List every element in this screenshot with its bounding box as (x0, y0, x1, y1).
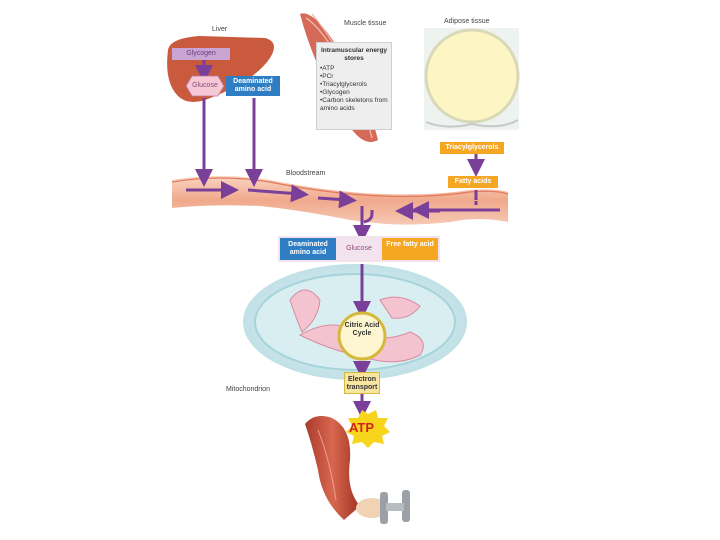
bloodstream-label: Bloodstream (286, 170, 326, 177)
adipose-cell-illustration (424, 28, 520, 130)
stores-list: •ATP •PCr •Triacylglycerols •Glycogen •C… (320, 65, 388, 113)
adipose-tissue-label: Adipose tissue (444, 18, 490, 25)
atp-burst (346, 410, 390, 448)
stores-item: •ATP (320, 65, 335, 72)
intramuscular-stores-box: Intramuscular energy stores •ATP •PCr •T… (316, 42, 392, 130)
atp-label: ATP (349, 420, 375, 435)
stores-item: •PCr (320, 73, 334, 80)
glycogen-label: Glycogen (186, 50, 216, 57)
stores-title: Intramuscular energy stores (320, 47, 388, 62)
arm-dumbbell-illustration (305, 416, 410, 524)
deaminated-amino-acid-liver: Deaminated amino acid (226, 76, 280, 96)
electron-transport-box: Electron transport (344, 372, 380, 394)
glucose-hexagon-liver (185, 75, 225, 97)
mitochondrion-label: Mitochondrion (226, 386, 270, 393)
glycogen-box (172, 48, 230, 60)
stores-item: •Triacylglycerols (320, 81, 367, 88)
fatty-acids-box: Fatty acids (448, 176, 498, 188)
glucose-label-fuels: Glucose (346, 245, 372, 252)
free-fatty-acid-fuel: Free fatty acid (382, 238, 438, 260)
stores-item: •Carbon skeletons from amino acids (320, 97, 388, 112)
citric-acid-cycle-label: Citric Acid Cycle (344, 322, 380, 337)
citric-acid-cycle-ring (337, 311, 387, 361)
triacylglycerols-box: Triacylglycerols (440, 142, 504, 154)
deaminated-amino-acid-fuel: Deaminated amino acid (280, 238, 336, 260)
muscle-tissue-label: Muscle tissue (344, 20, 387, 27)
stores-item: •Glycogen (320, 89, 350, 96)
glucose-label-liver: Glucose (192, 82, 218, 89)
liver-label: Liver (212, 26, 228, 33)
flow-arrows (186, 60, 500, 419)
